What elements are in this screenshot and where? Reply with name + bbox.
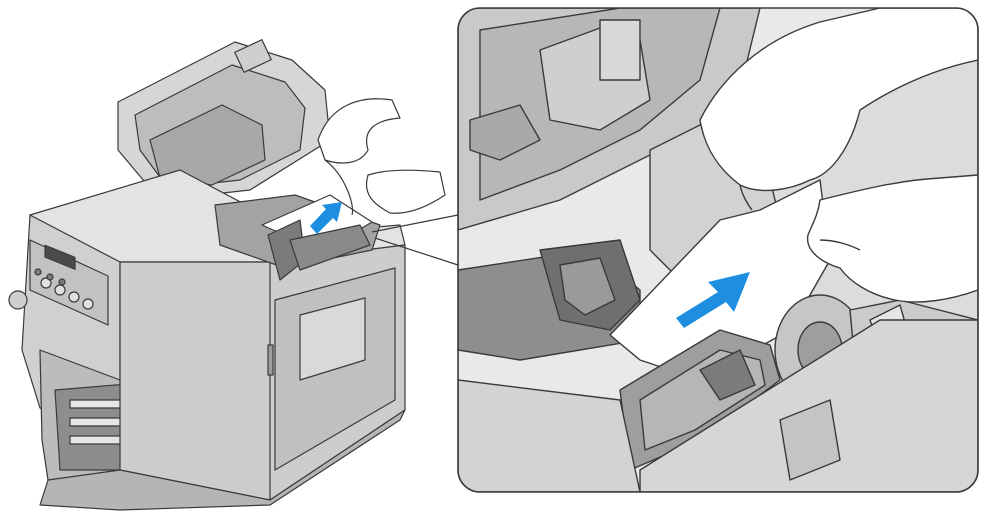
hand-icon bbox=[317, 98, 401, 164]
side-door-window bbox=[299, 297, 366, 381]
panel-button-icon bbox=[54, 284, 66, 296]
control-panel bbox=[8, 239, 109, 326]
hand-icon bbox=[806, 174, 978, 303]
detail-view bbox=[457, 7, 979, 493]
panel-button-icon bbox=[82, 298, 94, 310]
feed-direction-arrow-icon bbox=[310, 202, 342, 234]
callout-connector bbox=[371, 214, 459, 266]
detail-frame bbox=[457, 7, 979, 493]
panel-button-icon bbox=[68, 291, 80, 303]
printer-overview bbox=[8, 39, 446, 511]
power-button-icon bbox=[8, 290, 28, 310]
panel-button-icon bbox=[40, 277, 52, 289]
feed-direction-arrow-icon bbox=[676, 272, 750, 328]
hand-icon bbox=[366, 169, 446, 214]
